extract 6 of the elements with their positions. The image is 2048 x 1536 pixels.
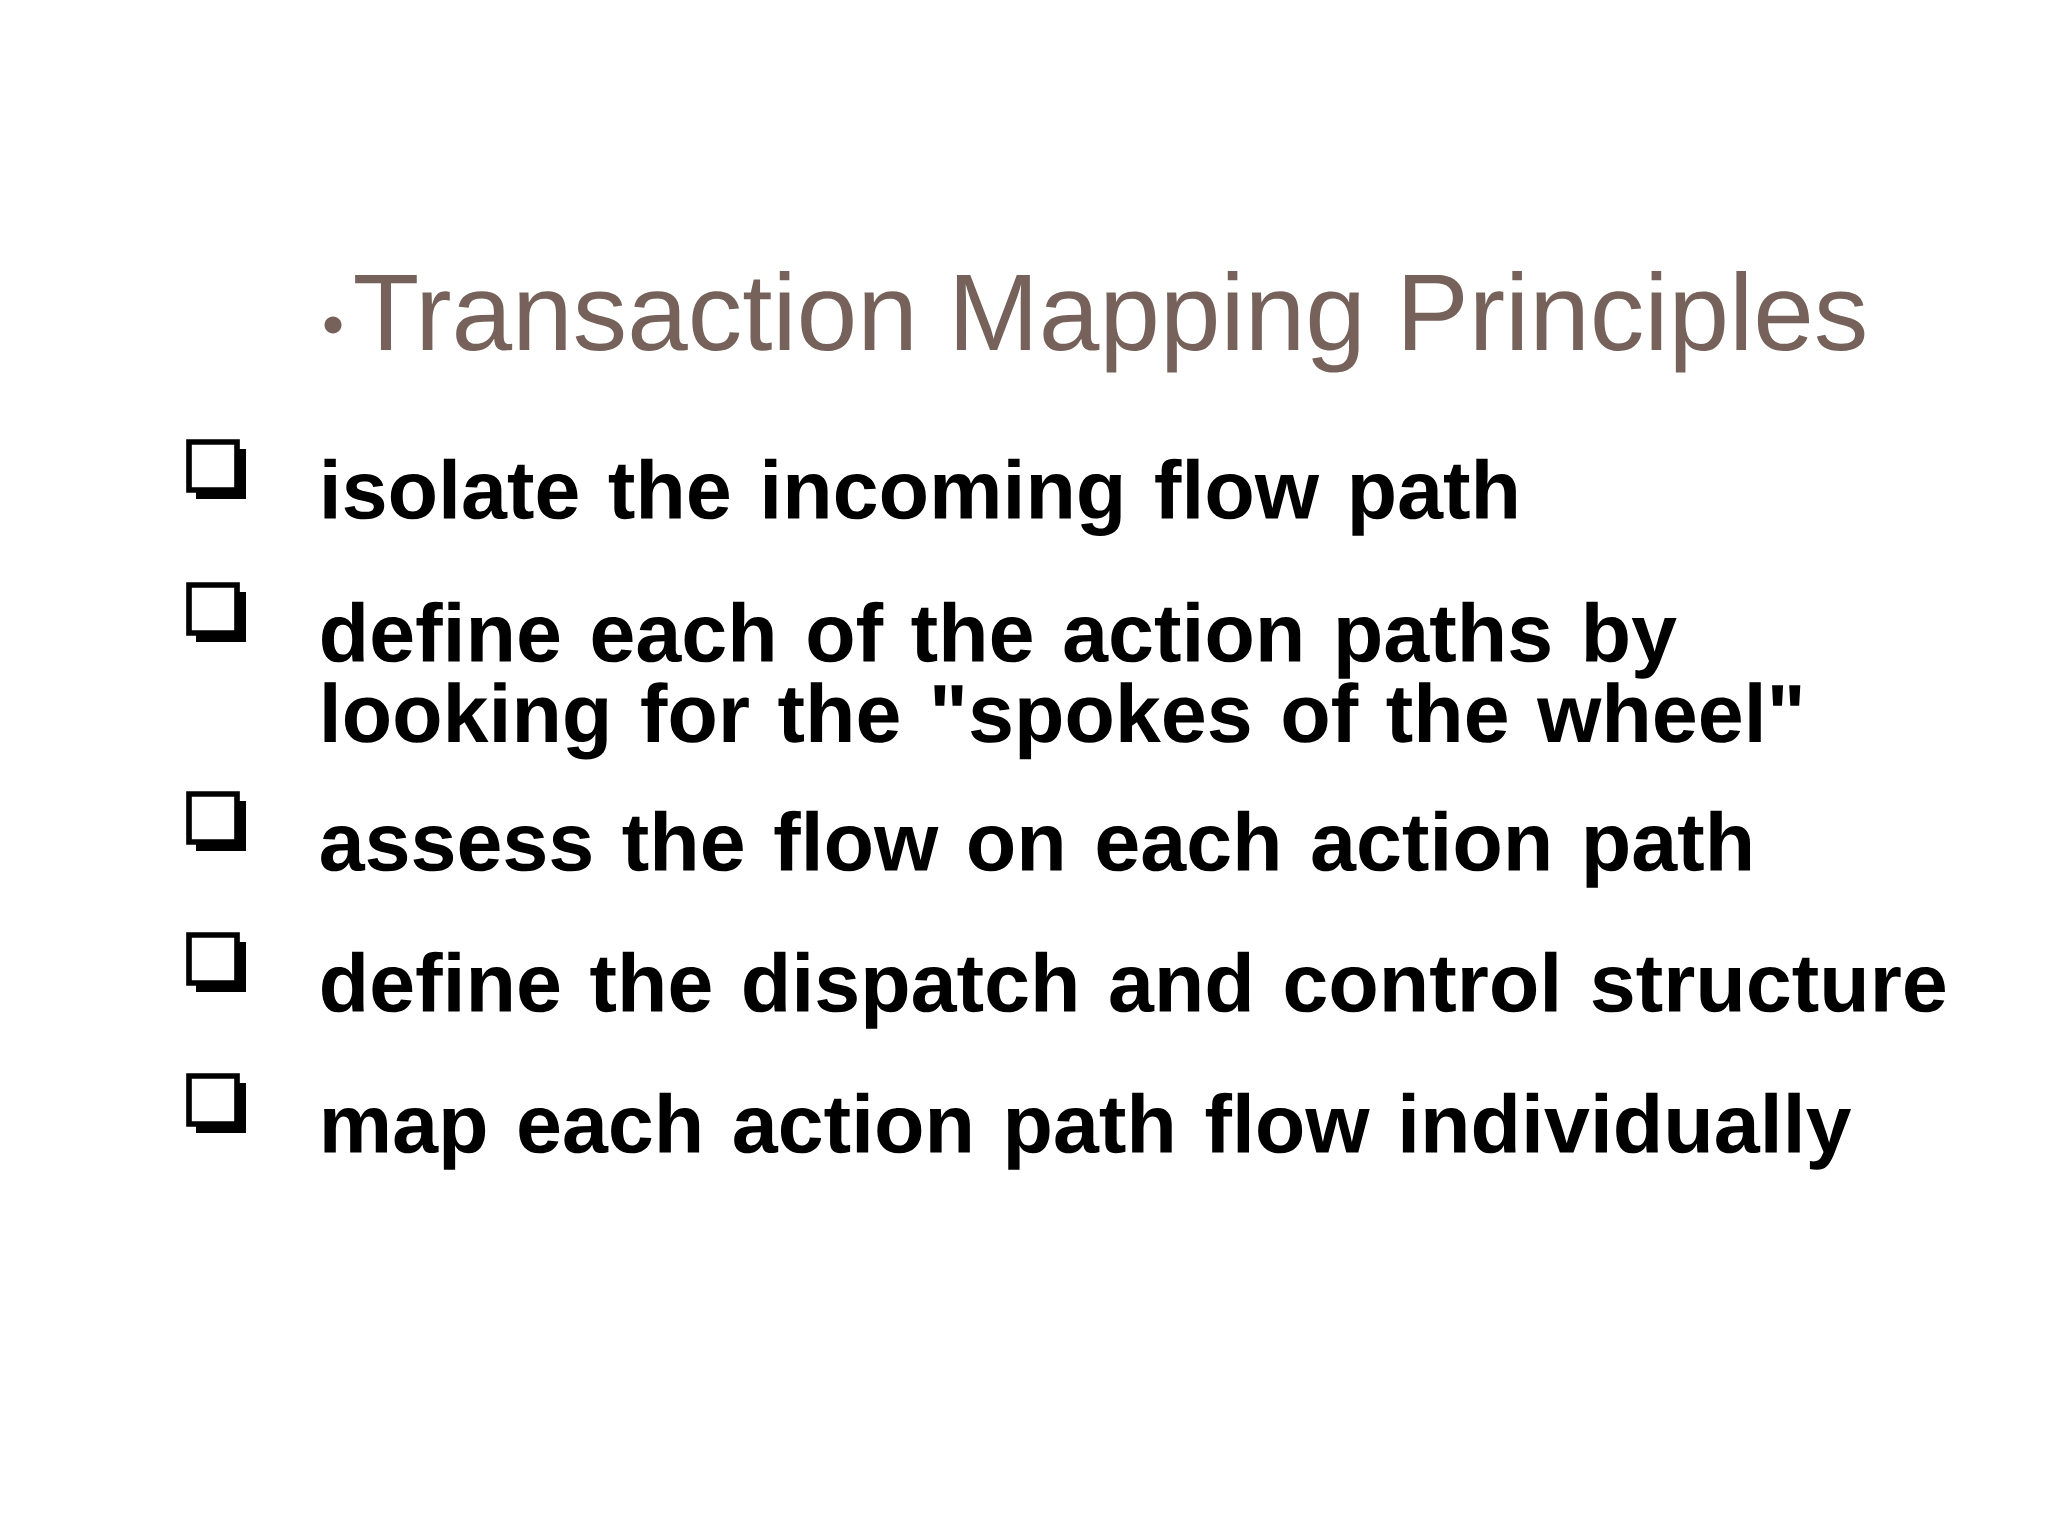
list-item-text: map each action path flow individually: [324, 1092, 1852, 1170]
list-item-text: isolate the incoming flow path: [324, 458, 1516, 536]
list-item-text: define the dispatch and control structure: [322, 951, 1945, 1029]
list-item-text: define each of the action paths by looking for the "spokes of the wheel": [322, 601, 1801, 760]
title-text: Transaction Mapping Principles: [355, 271, 1865, 373]
list-item-text: assess the flow on each action path: [321, 810, 1750, 888]
